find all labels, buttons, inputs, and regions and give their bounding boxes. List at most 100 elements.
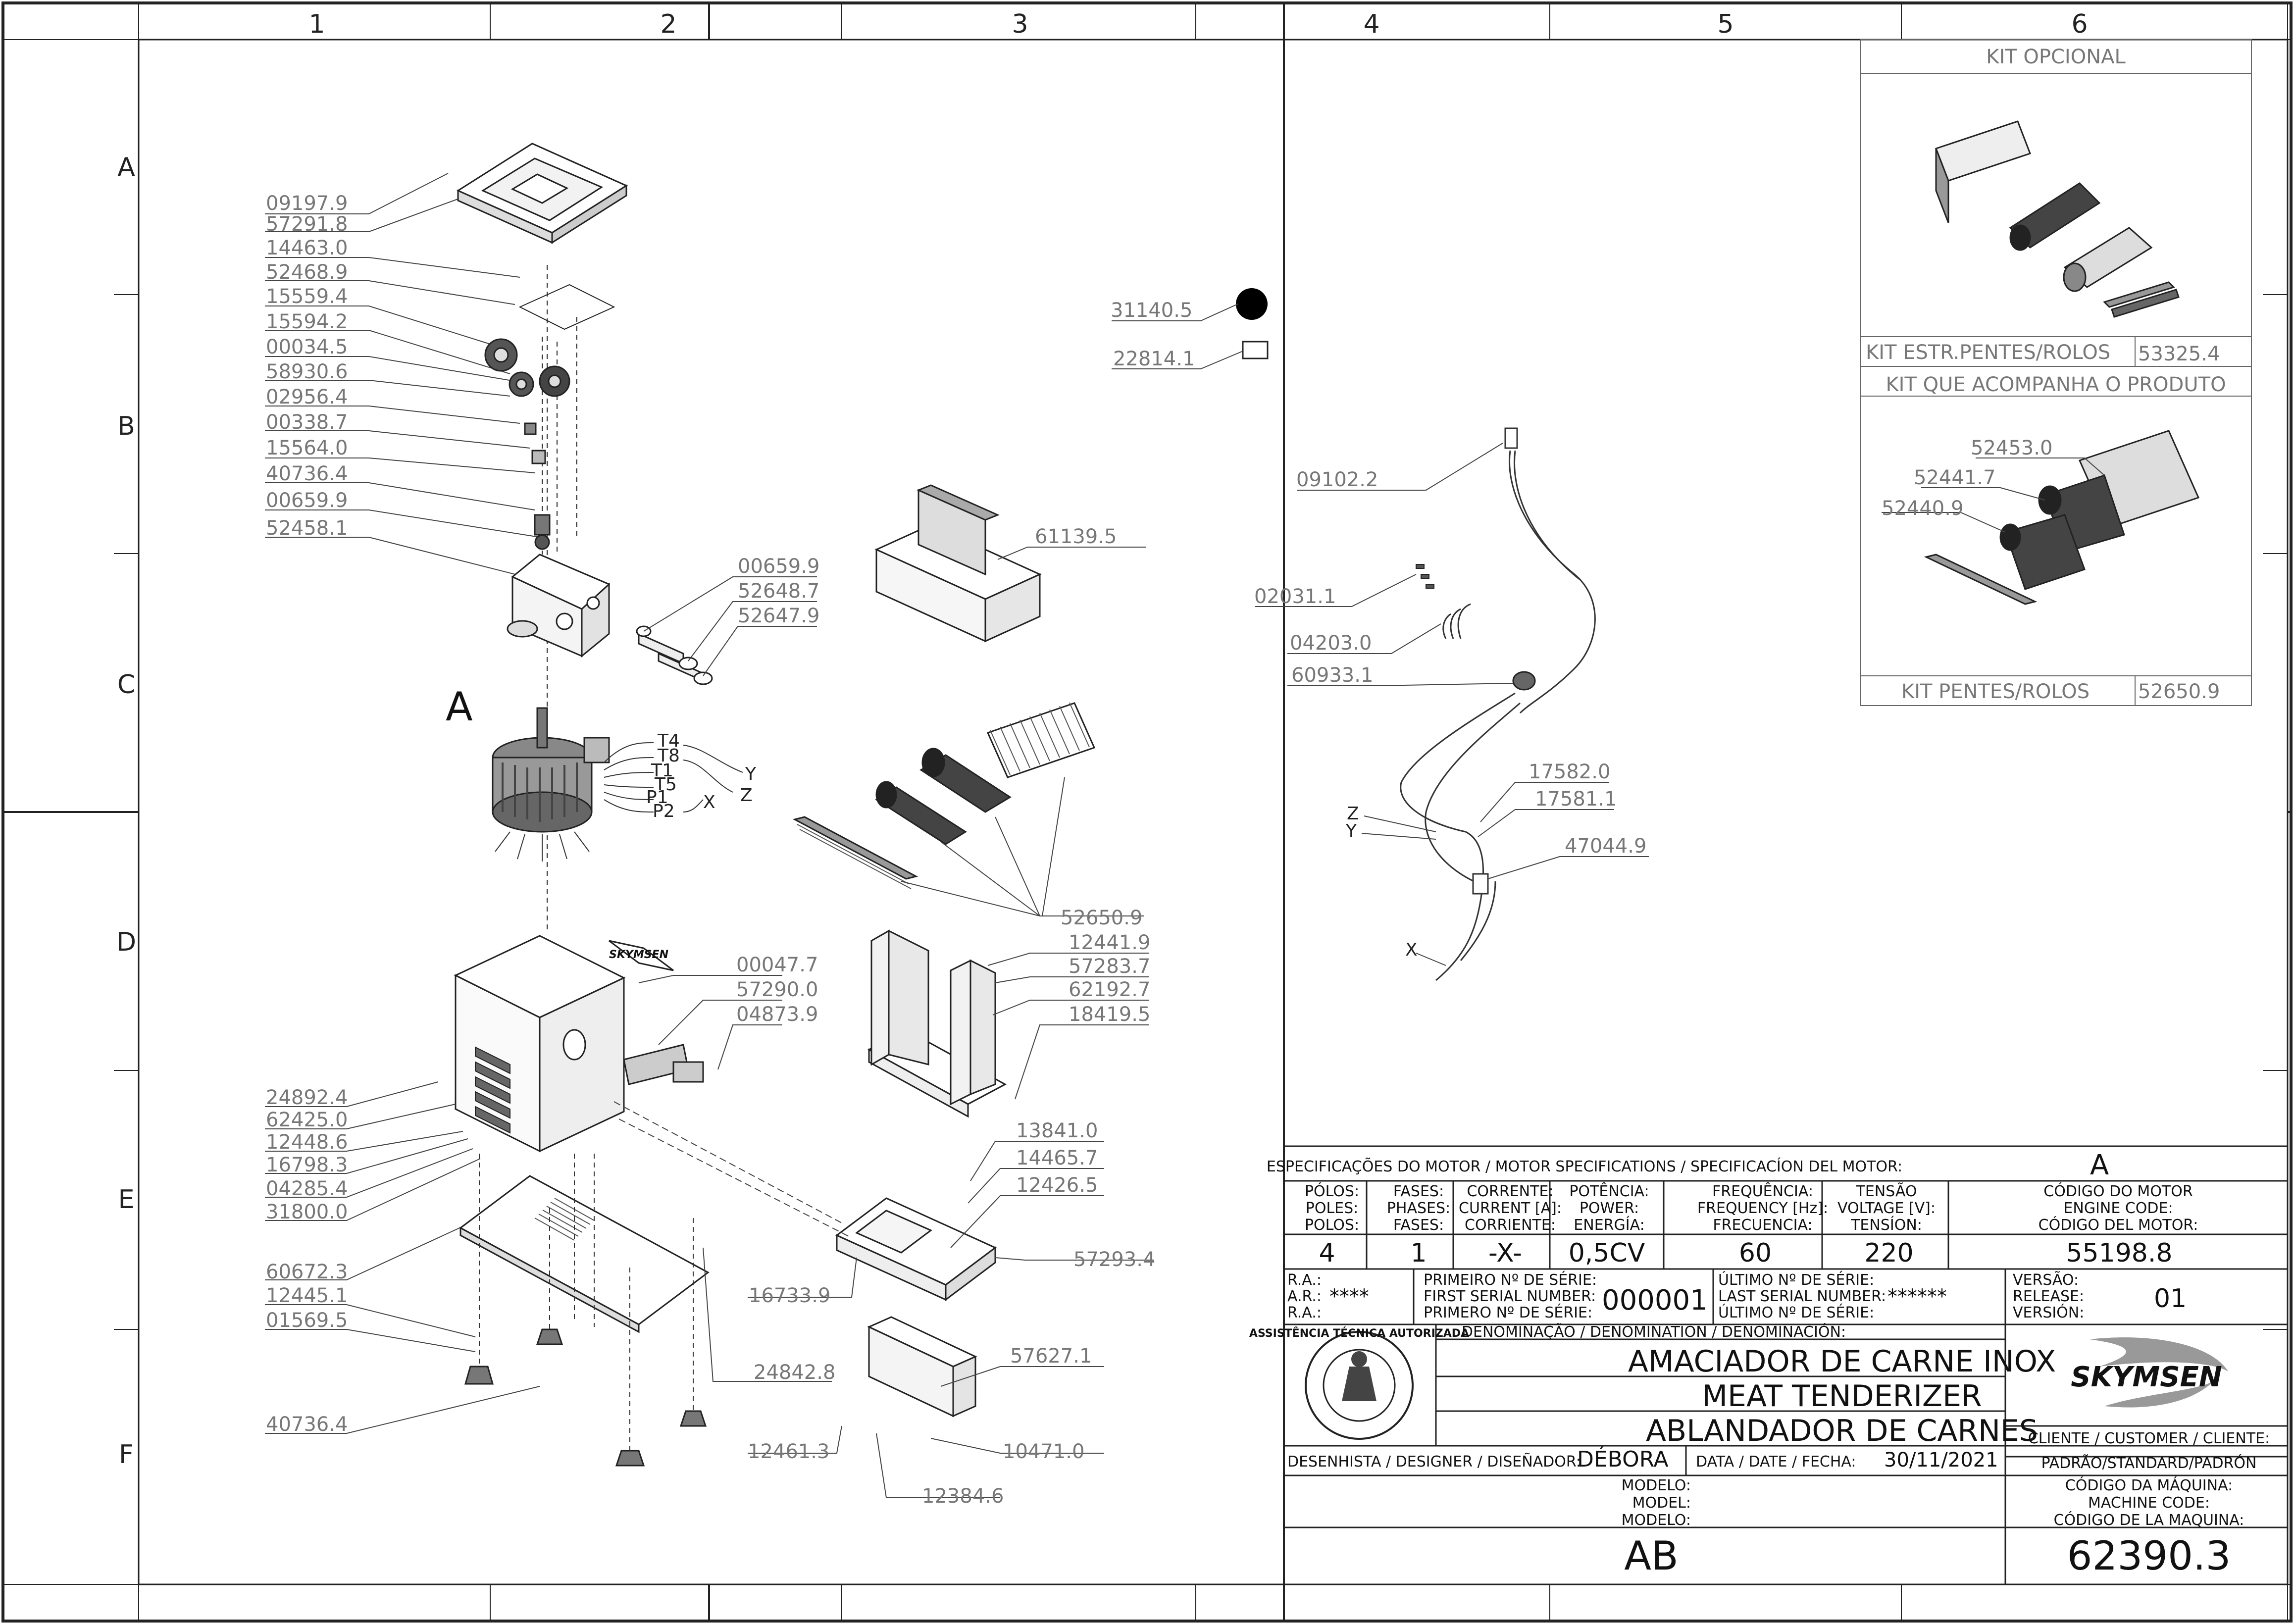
machine-code-label-en: MACHINE CODE: (2088, 1494, 2210, 1512)
kit2-code: 52650.9 (2138, 680, 2220, 703)
packaging-box-drawing: 61139.5 (874, 484, 1146, 643)
product-name-pt: AMACIADOR DE CARNE INOX (1628, 1344, 2056, 1379)
current-label-pt: CORRENTE: (1467, 1183, 1553, 1200)
gears-drawing (484, 338, 570, 550)
motor-terminal-labels: T4 T8 T1 T5 P1 P2 Y Z X (646, 731, 757, 821)
authorized-service-seal: ASSISTÊNCIA TÉCNICA AUTORIZADA (1249, 1327, 1469, 1440)
callout-57291-8: 57291.8 (266, 213, 348, 236)
callout-00659-9-mount: 00659.9 (738, 555, 819, 578)
current-label-es: CORRIENTE: (1465, 1217, 1556, 1234)
grid-row-a: A (117, 152, 135, 182)
support-frame-drawing: 12441.9 57283.7 62192.7 18419.5 (867, 929, 1150, 1118)
date-label: DATA / DATE / FECHA: (1696, 1453, 1856, 1471)
callout-52468-9: 52468.9 (266, 261, 348, 284)
current-label-en: CURRENT [A]: (1459, 1200, 1562, 1217)
main-housing-drawing (454, 935, 626, 1153)
designer-label: DESENHISTA / DESIGNER / DISEÑADOR: (1287, 1453, 1581, 1471)
callout-14465-7: 14465.7 (1016, 1147, 1098, 1169)
terminal-t8: T8 (657, 746, 680, 766)
engine-code-value: 55198.8 (2066, 1238, 2172, 1268)
ra-label-pt: R.A.: (1287, 1271, 1322, 1289)
ra-label-es: R.A.: (1287, 1304, 1322, 1321)
grid-row-d: D (116, 927, 136, 957)
callout-31800-0: 31800.0 (266, 1201, 348, 1223)
base-plate-drawing (459, 1175, 710, 1333)
callout-04203-0: 04203.0 (1290, 632, 1372, 655)
grid-column-1: 1 (308, 9, 325, 39)
callout-13841-0: 13841.0 (1016, 1119, 1098, 1142)
voltage-label-es: TENSÍON: (1850, 1216, 1922, 1234)
callout-31140-5: 31140.5 (1111, 299, 1192, 322)
callout-10471-0: 10471.0 (1003, 1440, 1084, 1463)
callouts-motor-mount: 00659.9 52648.7 52647.9 (643, 555, 819, 676)
grid-row-e: E (118, 1185, 135, 1215)
product-name-es: ABLANDADOR DE CARNES (1646, 1414, 2038, 1448)
optional-kit-drawing (1935, 120, 2180, 318)
designer-value: DÉBORA (1577, 1446, 1669, 1472)
phases-value: 1 (1410, 1238, 1427, 1268)
callout-16798-3: 16798.3 (266, 1154, 348, 1176)
callout-22814-1: 22814.1 (1113, 348, 1195, 370)
grid-labels: 1 2 3 4 5 6 A B C D E F (116, 9, 2088, 1470)
last-serial-label-en: LAST SERIAL NUMBER: (1718, 1288, 1886, 1305)
title-block: ESPECIFICAÇÕES DO MOTOR / MOTOR SPECIFIC… (1249, 1145, 2289, 1585)
housing-brand-logo: SKYMSEN (609, 949, 668, 961)
first-serial-label-es: PRIMERO Nº DE SÉRIE: (1424, 1304, 1592, 1321)
callout-12461-3: 12461.3 (748, 1440, 829, 1463)
motor-drawing: A (446, 684, 743, 862)
callout-57283-7: 57283.7 (1069, 955, 1150, 978)
current-value: -X- (1488, 1238, 1522, 1268)
brand-logo: SKYMSEN (2071, 1337, 2228, 1408)
terminal-t1: T1 (651, 761, 673, 781)
first-serial-value: 000001 (1602, 1284, 1708, 1317)
grid-row-c: C (117, 670, 135, 700)
spec-header: ESPECIFICAÇÕES DO MOTOR / MOTOR SPECIFIC… (1267, 1157, 1902, 1175)
version-label-pt: VERSÃO: (2013, 1271, 2079, 1289)
tray-drawing: 13841.0 14465.7 12426.5 57293.4 16733.9 … (703, 1119, 1155, 1508)
terminal-t5: T5 (654, 774, 677, 795)
wiring-callouts: 09102.2 02031.1 04203.0 60933.1 17582.0 … (1254, 468, 1646, 960)
machine-code-label-pt: CÓDIGO DA MÁQUINA: (2065, 1476, 2233, 1494)
grid-column-4: 4 (1363, 9, 1379, 39)
phase-y: Y (745, 764, 757, 784)
included-kit-drawing (1882, 430, 2200, 605)
callout-15564-0: 15564.0 (266, 437, 348, 459)
callout-58930-6: 58930.6 (266, 360, 348, 383)
motor-letter: A (446, 684, 473, 730)
callout-12441-9: 12441.9 (1069, 931, 1150, 954)
callout-04873-9: 04873.9 (736, 1003, 818, 1026)
last-serial-label-pt: ÚLTIMO Nº DE SÉRIE: (1718, 1270, 1874, 1289)
callout-62425-0: 62425.0 (266, 1109, 348, 1131)
kit-panel: KIT OPCIONAL KIT ESTR.PENTES/ROLOS 53325… (1860, 39, 2252, 706)
phases-label-pt: FASES: (1393, 1183, 1444, 1200)
top-cover-drawing (456, 143, 628, 244)
power-value: 0,5CV (1569, 1238, 1645, 1268)
assembly-guide-lines (613, 1101, 852, 1238)
kit2-part-52441-7: 52441.7 (1914, 466, 1995, 489)
last-serial-label-es: ÚLTIMO Nº DE SÉRIE: (1718, 1303, 1874, 1321)
callout-04285-4: 04285.4 (266, 1177, 348, 1200)
model-label-en: MODEL: (1632, 1494, 1691, 1512)
kit-optional-title: KIT OPCIONAL (1986, 46, 2126, 68)
model-label-pt: MODELO: (1622, 1477, 1691, 1494)
grid-column-2: 2 (660, 9, 676, 39)
kit2-title: KIT QUE ACOMPANHA O PRODUTO (1886, 373, 2226, 396)
grid-row-b: B (117, 411, 135, 441)
terminal-p2: P2 (653, 801, 675, 821)
poles-label-en: POLES: (1306, 1200, 1359, 1217)
terminal-t4: T4 (657, 731, 680, 751)
rollers-combs-drawing: 52650.9 (792, 702, 1144, 929)
plate-label-icon (1242, 341, 1269, 359)
callout-15559-4: 15559.4 (266, 285, 348, 308)
kit1-label: KIT ESTR.PENTES/ROLOS (1866, 341, 2110, 364)
callouts-lower-left: 24892.4 62425.0 12448.6 16798.3 04285.4 … (265, 1081, 540, 1436)
first-serial-label-en: FIRST SERIAL NUMBER: (1424, 1288, 1596, 1305)
feet-drawing (464, 1154, 707, 1467)
callout-00034-5: 00034.5 (266, 336, 348, 358)
callout-18419-5: 18419.5 (1069, 1003, 1150, 1026)
callout-57627-1: 57627.1 (1010, 1345, 1092, 1368)
phase-x: X (703, 792, 715, 812)
callout-60672-3: 60672.3 (266, 1261, 348, 1283)
voltage-label-pt: TENSÃO (1856, 1182, 1917, 1200)
grid-row-f: F (119, 1440, 134, 1470)
